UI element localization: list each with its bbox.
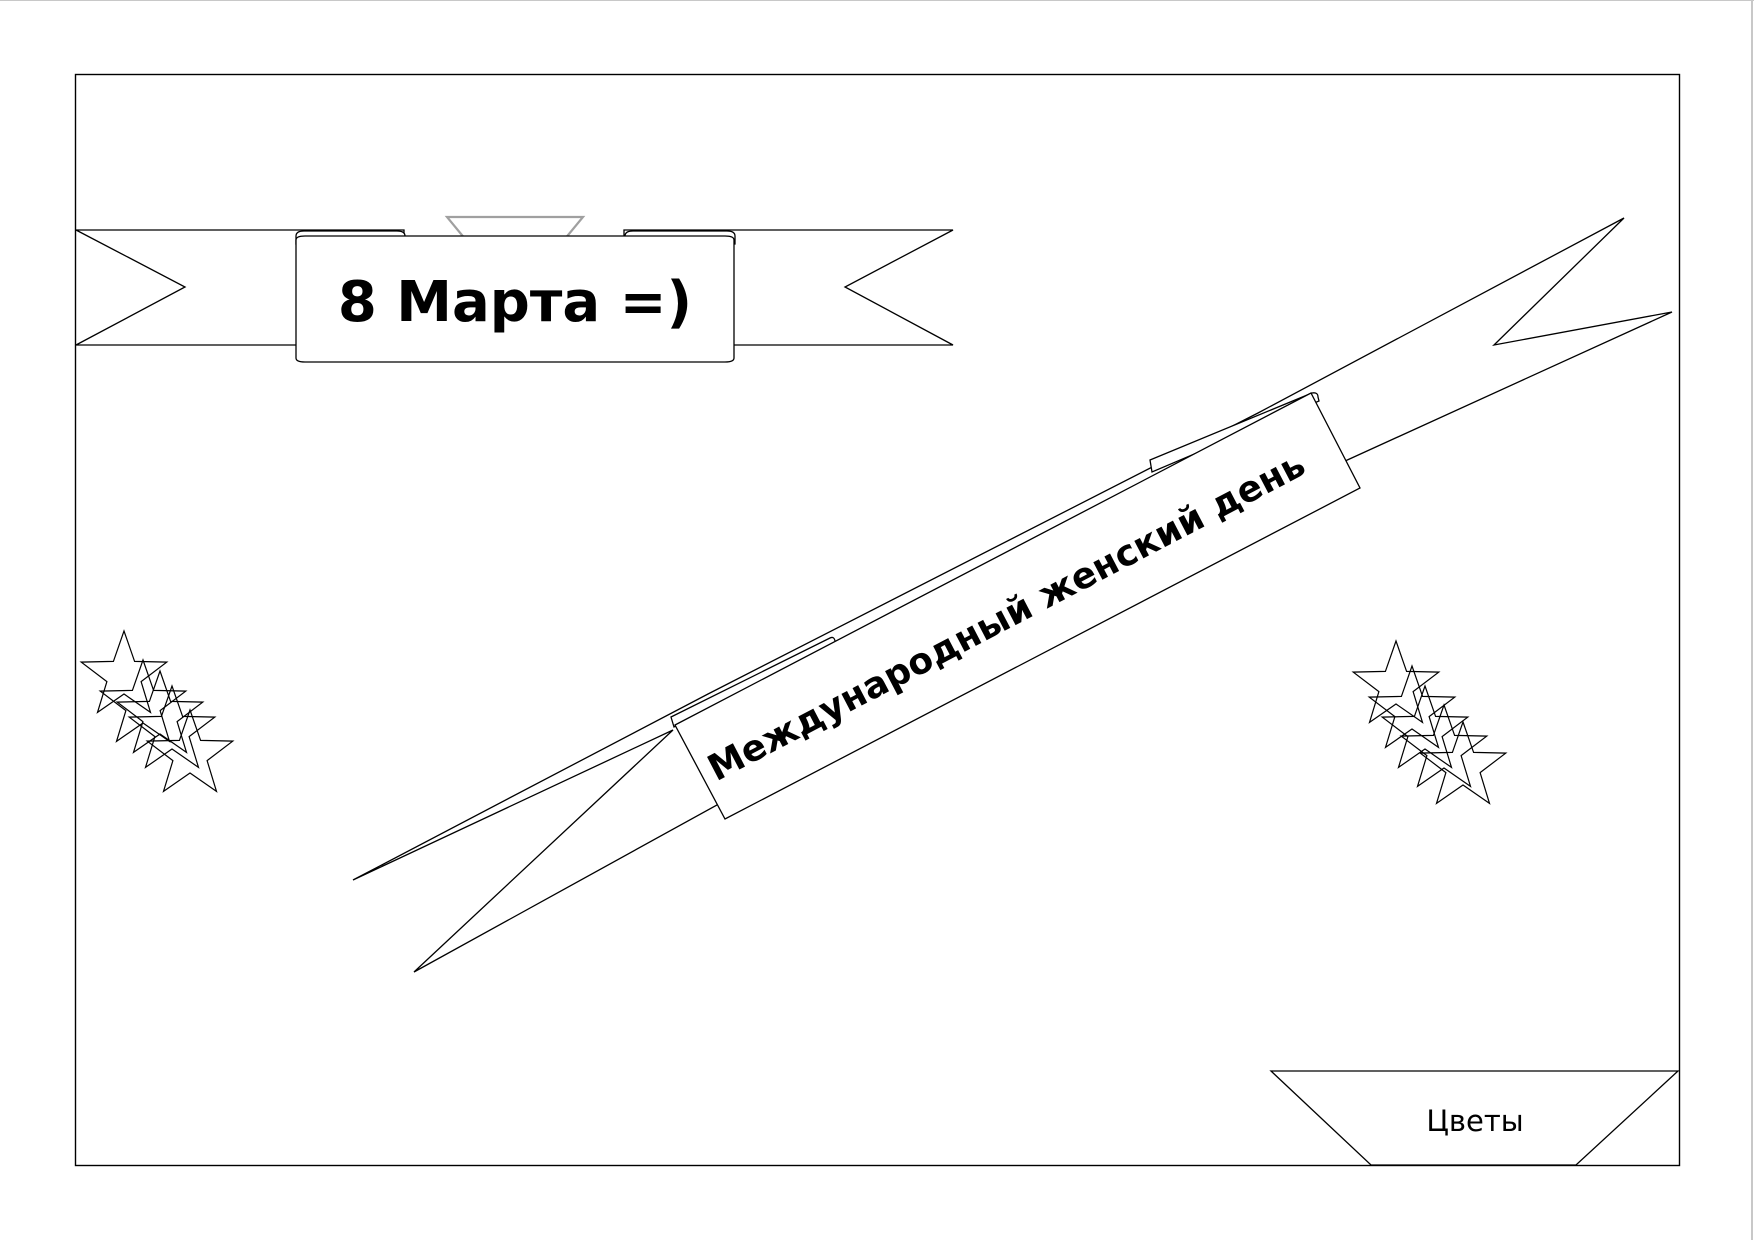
star-icon <box>98 658 188 743</box>
star-icon <box>1399 703 1489 788</box>
poster-frame <box>74 73 1681 1167</box>
star-icon <box>79 629 169 714</box>
star-icon <box>1351 639 1441 724</box>
star-cluster-right <box>1351 639 1508 805</box>
banner-panel <box>295 235 735 363</box>
star-icon <box>1380 684 1470 769</box>
star-icon <box>127 684 217 769</box>
star-icon <box>1367 664 1457 749</box>
corner-tab-shape[interactable] <box>1269 1070 1680 1166</box>
title-text: 8 Марта =) <box>338 270 692 335</box>
corner-tab-label: Цветы <box>1426 1104 1523 1138</box>
star-cluster-left <box>79 629 235 793</box>
star-icon <box>1418 720 1508 805</box>
corner-tab[interactable]: Цветы <box>1269 1070 1680 1166</box>
title-banner: 8 Марта =) <box>75 215 954 363</box>
star-icon <box>115 669 205 754</box>
star-icon <box>145 708 235 793</box>
diagonal-panel <box>674 392 1361 820</box>
diagonal-text: Международный женский день <box>701 444 1312 790</box>
